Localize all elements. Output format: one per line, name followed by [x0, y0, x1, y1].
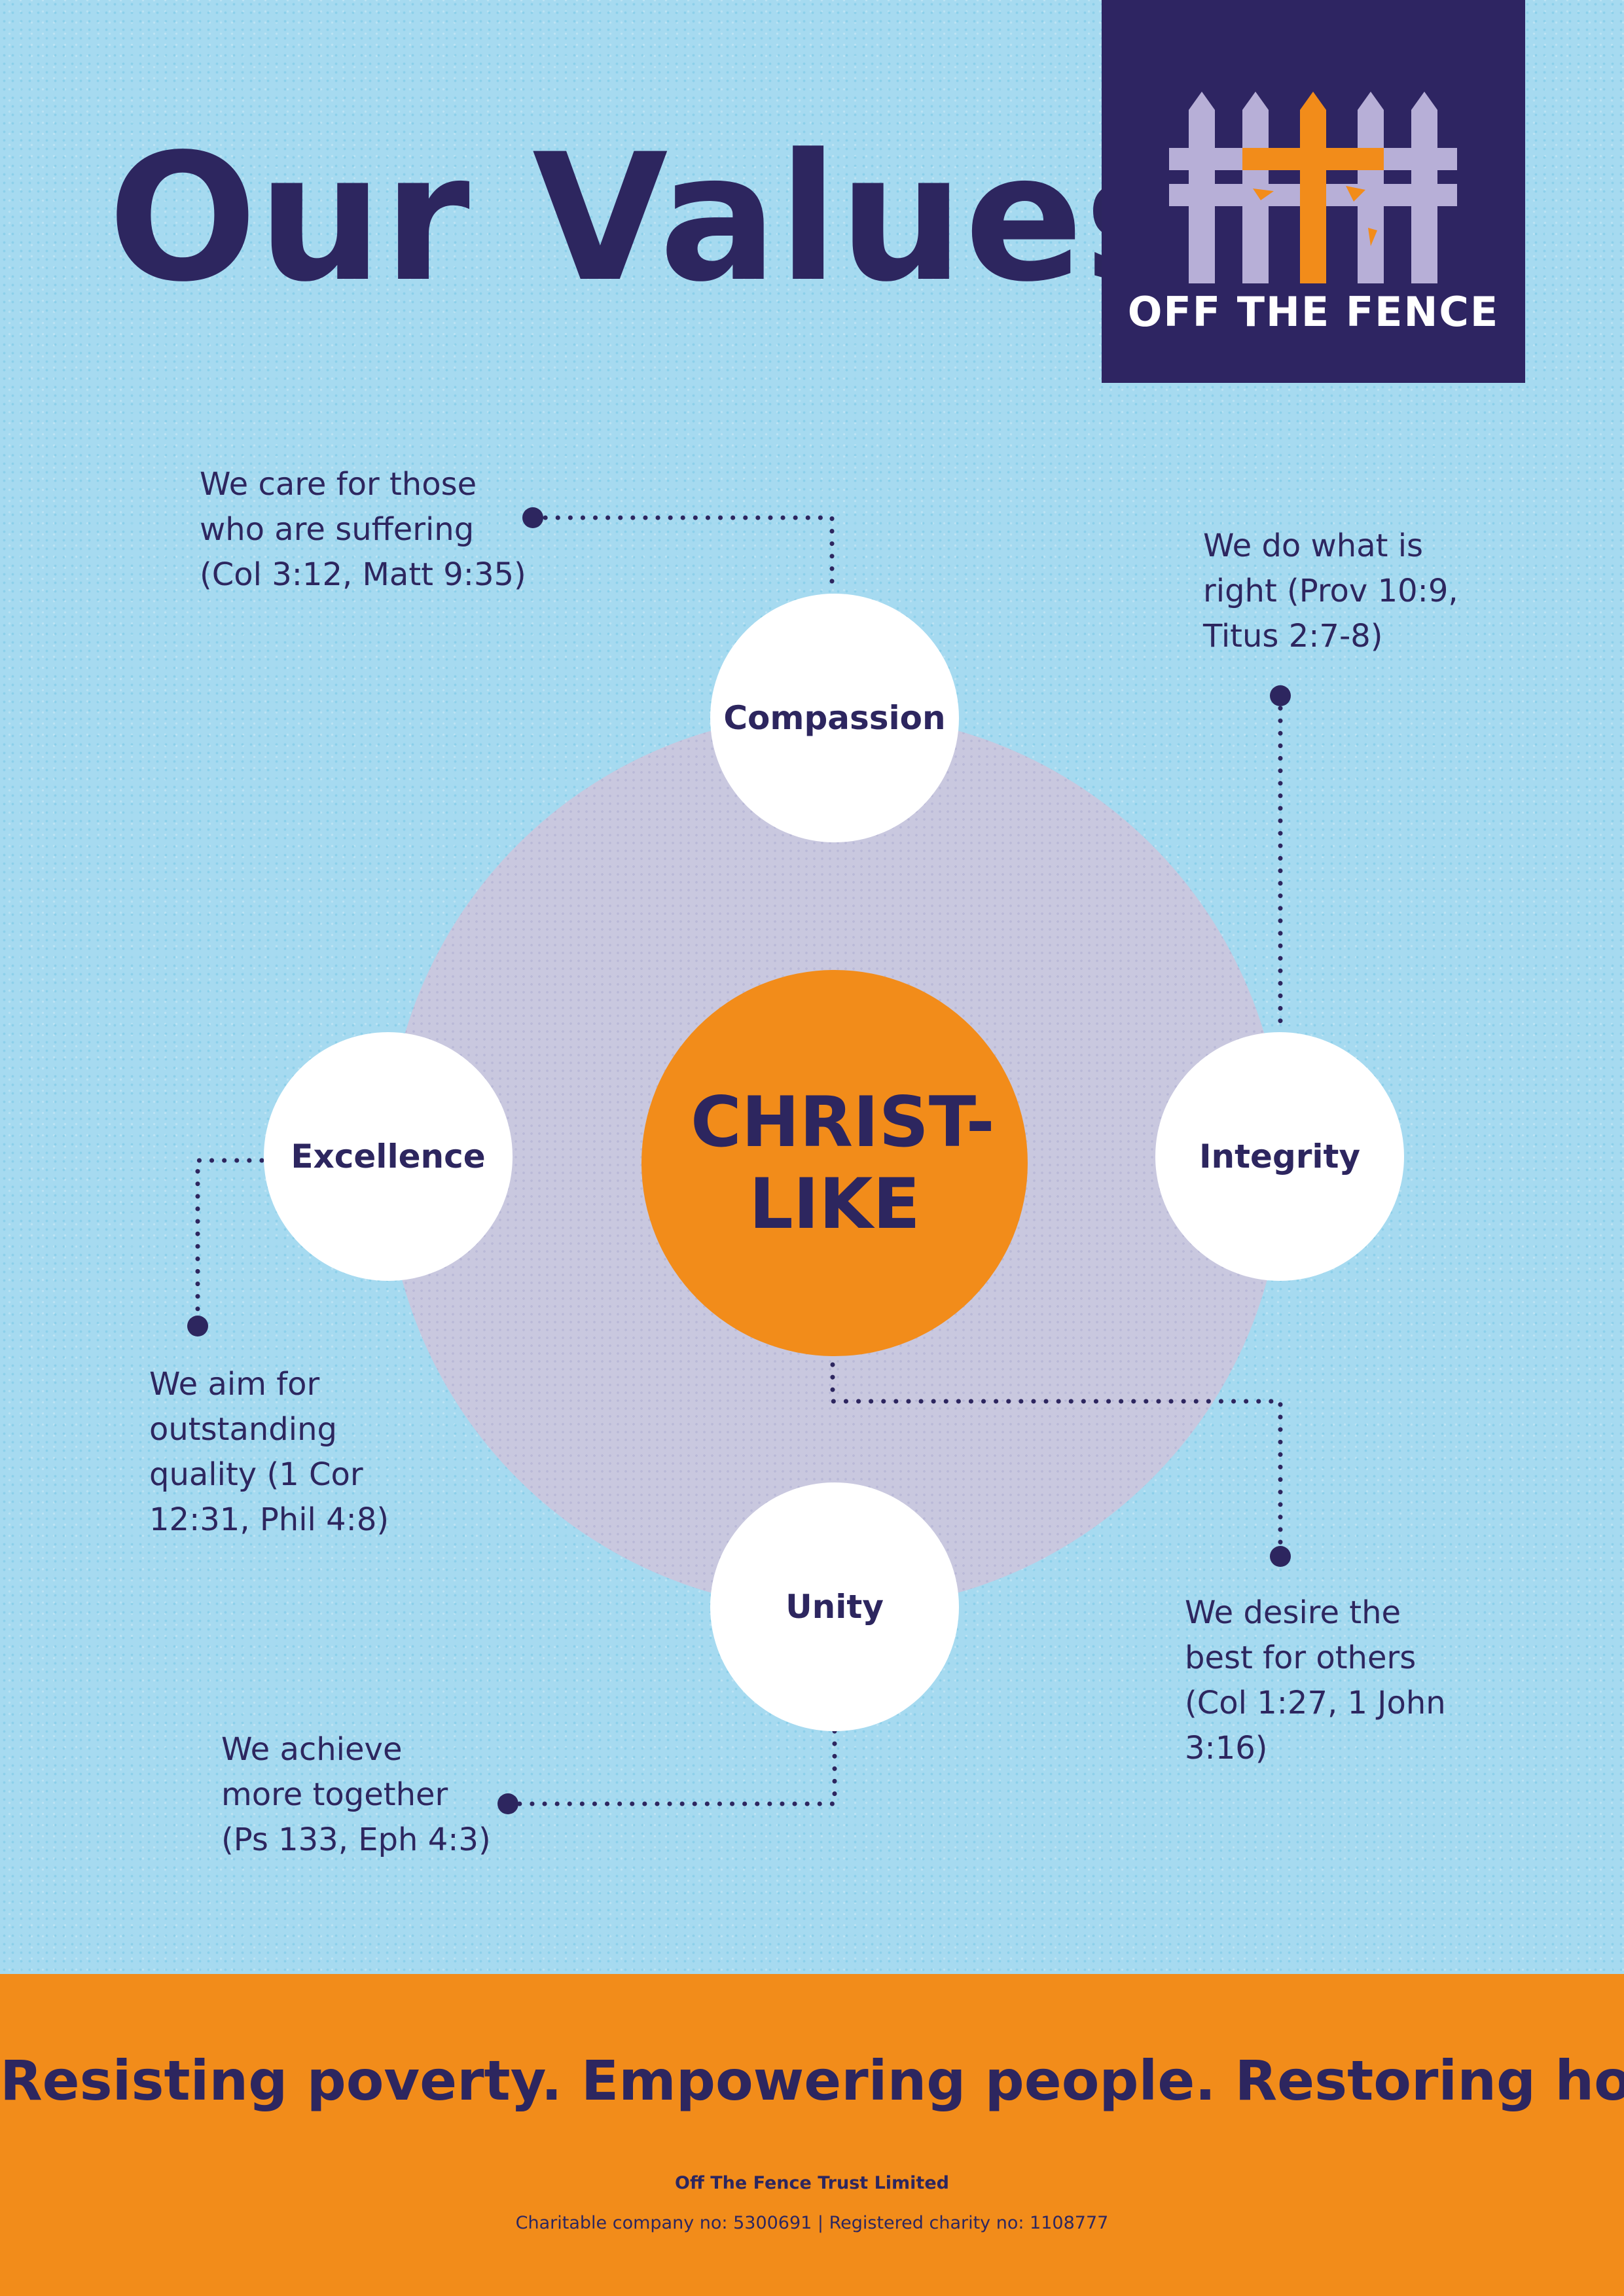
compassion-connector-dot	[522, 507, 543, 528]
value-integrity: Integrity	[1155, 1032, 1404, 1281]
footer-tagline: Resisting poverty. Empowering people. Re…	[0, 2049, 1624, 2113]
page-title: Our Values	[108, 117, 1189, 321]
excellence-connector-line	[195, 1158, 264, 1329]
logo-wordmark: OFF THE FENCE	[1127, 288, 1500, 336]
core-label: CHRIST-LIKE	[691, 1081, 995, 1244]
integrity-description: We do what is right (Prov 10:9, Titus 2:…	[1203, 528, 1458, 655]
footer-band: Resisting poverty. Empowering people. Re…	[0, 1974, 1624, 2296]
brand-logo: OFF THE FENCE	[1102, 0, 1525, 383]
value-excellence-label: Excellence	[291, 1138, 486, 1175]
unity-connector-line	[505, 1729, 837, 1806]
value-unity: Unity	[710, 1482, 959, 1731]
fence-cross-icon	[1169, 92, 1457, 283]
value-integrity-label: Integrity	[1199, 1138, 1361, 1175]
value-compassion: Compassion	[710, 594, 959, 842]
value-compassion-label: Compassion	[723, 699, 946, 737]
excellence-connector-dot	[187, 1316, 208, 1336]
christ-like-core: CHRIST-LIKE	[641, 970, 1028, 1356]
center-description: We desire the best for others (Col 1:27,…	[1185, 1594, 1446, 1767]
footer-org-name: Off The Fence Trust Limited	[675, 2173, 949, 2193]
compassion-description: We care for those who are suffering (Col…	[200, 466, 526, 593]
unity-connector-dot	[497, 1793, 518, 1814]
footer-registration: Charitable company no: 5300691 | Registe…	[515, 2213, 1109, 2233]
values-hub-ring	[386, 713, 1283, 1610]
value-unity-label: Unity	[785, 1588, 884, 1626]
excellence-description: We aim for outstanding quality (1 Cor 12…	[149, 1366, 389, 1538]
compassion-connector-line	[530, 515, 835, 595]
value-excellence: Excellence	[264, 1032, 513, 1281]
center-connector-dot	[1270, 1546, 1291, 1567]
integrity-connector-dot	[1270, 685, 1291, 706]
center-connector-line	[830, 1362, 1283, 1559]
unity-description: We achieve more together (Ps 133, Eph 4:…	[221, 1731, 491, 1858]
